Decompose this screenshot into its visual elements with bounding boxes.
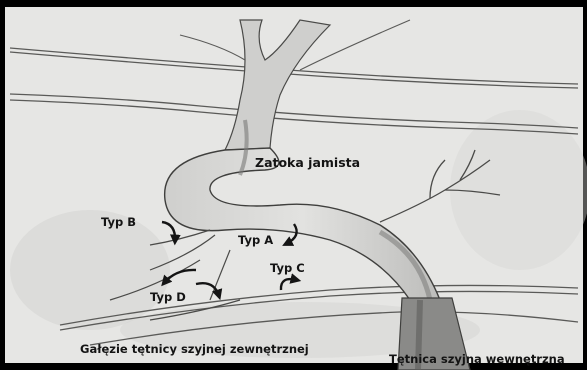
label-typ-d: Typ D: [150, 292, 186, 304]
label-internal-carotid: Tętnica szyjna wewnętrzna: [389, 354, 565, 366]
label-cavernous-sinus: Zatoka jamista: [255, 157, 360, 170]
label-typ-c: Typ C: [270, 263, 305, 275]
label-typ-a: Typ A: [238, 235, 273, 247]
label-external-carotid-branches: Gałęzie tętnicy szyjnej zewnętrznej: [80, 344, 309, 356]
label-typ-b: Typ B: [101, 217, 136, 229]
